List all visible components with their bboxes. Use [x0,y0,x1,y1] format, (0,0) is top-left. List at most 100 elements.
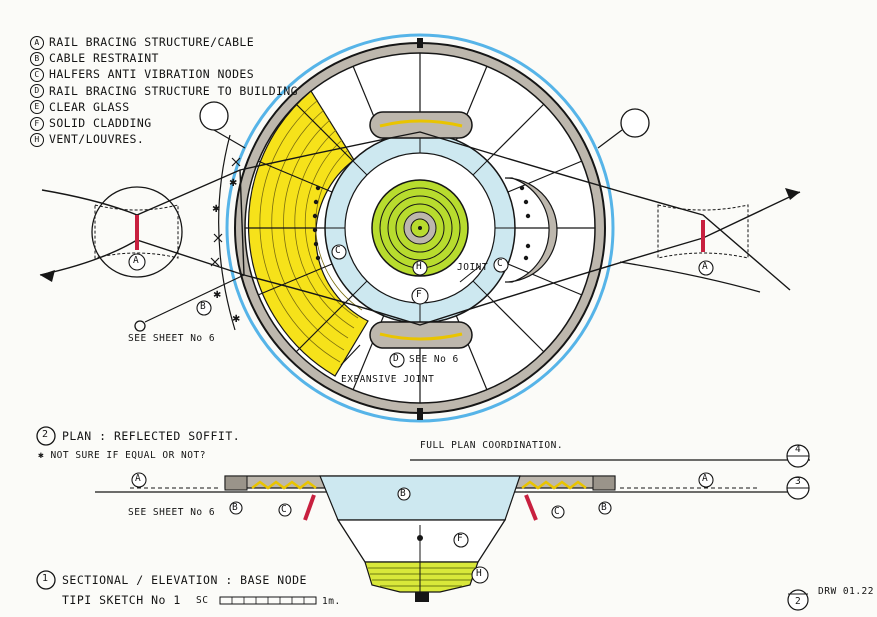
right-node-arc [504,177,558,283]
section-label-a-right: A [702,473,709,484]
plan-label-c-left: C [335,245,342,256]
section-label-f: F [457,533,464,544]
section-label-b-left: B [232,502,239,513]
node-dots [312,185,531,261]
bracing-cables [39,131,801,326]
svg-text:✱: ✱ [229,178,237,189]
legend-key: E [30,100,44,115]
svg-text:✱: ✱ [213,290,221,301]
svg-text:✱: ✱ [232,314,240,325]
legend-item: H VENT/LOUVRES. [30,131,298,147]
plan-view: ✱ ✱ ✱ ✱ [39,33,801,423]
left-node-dashed [94,204,179,259]
section-view [36,426,810,611]
level-marker-splits [787,455,809,595]
plan-label-d: D [393,353,400,364]
restraint-stars: ✱ ✱ ✱ ✱ [212,178,240,325]
plan-label-b-left: B [200,301,207,312]
section-see-sheet-note: SEE SHEET No 6 [128,507,216,518]
section-vent-base [364,561,479,593]
plan-label-h: H [416,261,423,272]
legend-key: A [30,35,44,50]
section-label-circles [131,472,714,584]
level-markers [786,444,810,611]
top-node-yellow-strip [379,119,463,128]
level-marker-4: 4 [795,444,802,455]
coordination-note: FULL PLAN COORDINATION. [420,440,564,451]
section-label-b-mid: B [400,488,407,499]
section-base-node [415,592,429,602]
plan-title: PLAN : REFLECTED SOFFIT. [62,429,241,443]
ring-bottom-marker [417,408,423,420]
section-label-b-right: B [601,502,608,513]
left-lower-arm [144,274,245,323]
section-red-link-right [524,494,538,521]
legend-key: H [30,132,44,147]
plan-label-f: F [416,289,423,300]
top-node-capsule [369,111,473,139]
legend-text: CLEAR GLASS [49,99,130,114]
left-lower-node [134,320,146,332]
cable-restraints [210,134,241,331]
legend-item: D RAIL BRACING STRUCTURE TO BUILDING [30,83,298,99]
right-lower-cable [619,261,761,293]
vent-louvres [368,567,475,587]
outer-blue-ring [225,33,615,423]
section-title-circle [36,570,56,590]
section-cone [336,519,507,563]
legend-text: VENT/LOUVRES. [49,132,145,147]
plan-title-circle [36,426,56,446]
legend-text: CABLE RESTRAINT [49,51,159,66]
legend-key: C [30,67,44,82]
section-title-number: 1 [42,573,49,584]
section-glass-band [319,475,521,521]
right-anchor-arm [597,129,623,149]
legend-text: HALFERS ANTI VIBRATION NODES [49,67,255,82]
bottom-node-yellow-strip [379,332,463,341]
legend-item: E CLEAR GLASS [30,99,298,115]
legend-key: B [30,51,44,66]
joint-note: JOINT [457,262,489,273]
slab-end-left [224,475,248,491]
slab-end-right [592,475,616,491]
slab-yellow-right [521,480,587,490]
right-node-dashed [657,204,749,259]
arrow-left [40,270,55,282]
legend-item: C HALFERS ANTI VIBRATION NODES [30,66,298,82]
sketch-title: TIPI SKETCH No 1 [62,593,181,607]
inner-spokes [325,133,515,323]
left-node-circle [91,186,183,278]
see-sheet-bottom-note: SEE No 6 [409,354,459,365]
section-label-c-left: C [281,504,288,515]
plan-label-circles [128,244,714,368]
joint-leader [459,265,481,283]
plan-note-text: NOT SURE IF EQUAL OR NOT? [50,450,206,461]
arrow-right [785,188,800,200]
see-sheet-left-note: SEE SHEET No 6 [128,333,216,344]
section-title: SECTIONAL / ELEVATION : BASE NODE [62,573,307,587]
legend-item: F SOLID CLADDING [30,115,298,131]
section-node-dot [417,535,423,541]
plan-label-a-left: A [133,255,140,266]
plan-note: ✱ NOT SURE IF EQUAL OR NOT? [38,450,206,461]
right-anchor-circle [620,108,650,138]
slab-yellow-left [251,480,317,490]
legend: A RAIL BRACING STRUCTURE/CABLE B CABLE RES… [30,34,298,147]
legend-key: D [30,84,44,99]
section-red-link-left [303,494,316,521]
section-label-c-right: C [554,506,561,517]
ring-top-marker [417,38,423,48]
legend-item: A RAIL BRACING STRUCTURE/CABLE [30,34,298,50]
plan-label-c-right: C [497,258,504,269]
level-marker-2: 2 [795,596,802,607]
legend-text: RAIL BRACING STRUCTURE/CABLE [49,35,255,49]
section-label-h: H [476,568,483,579]
bottom-node-capsule [369,321,473,349]
legend-text: RAIL BRACING STRUCTURE TO BUILDING [49,83,299,98]
expansive-joint-note: EXPANSIVE JOINT [341,374,435,385]
legend-key: F [30,116,44,131]
scale-unit: 1m. [322,596,341,607]
scale-ticks [231,597,305,604]
legend-text: SOLID CLADDING [49,116,152,131]
